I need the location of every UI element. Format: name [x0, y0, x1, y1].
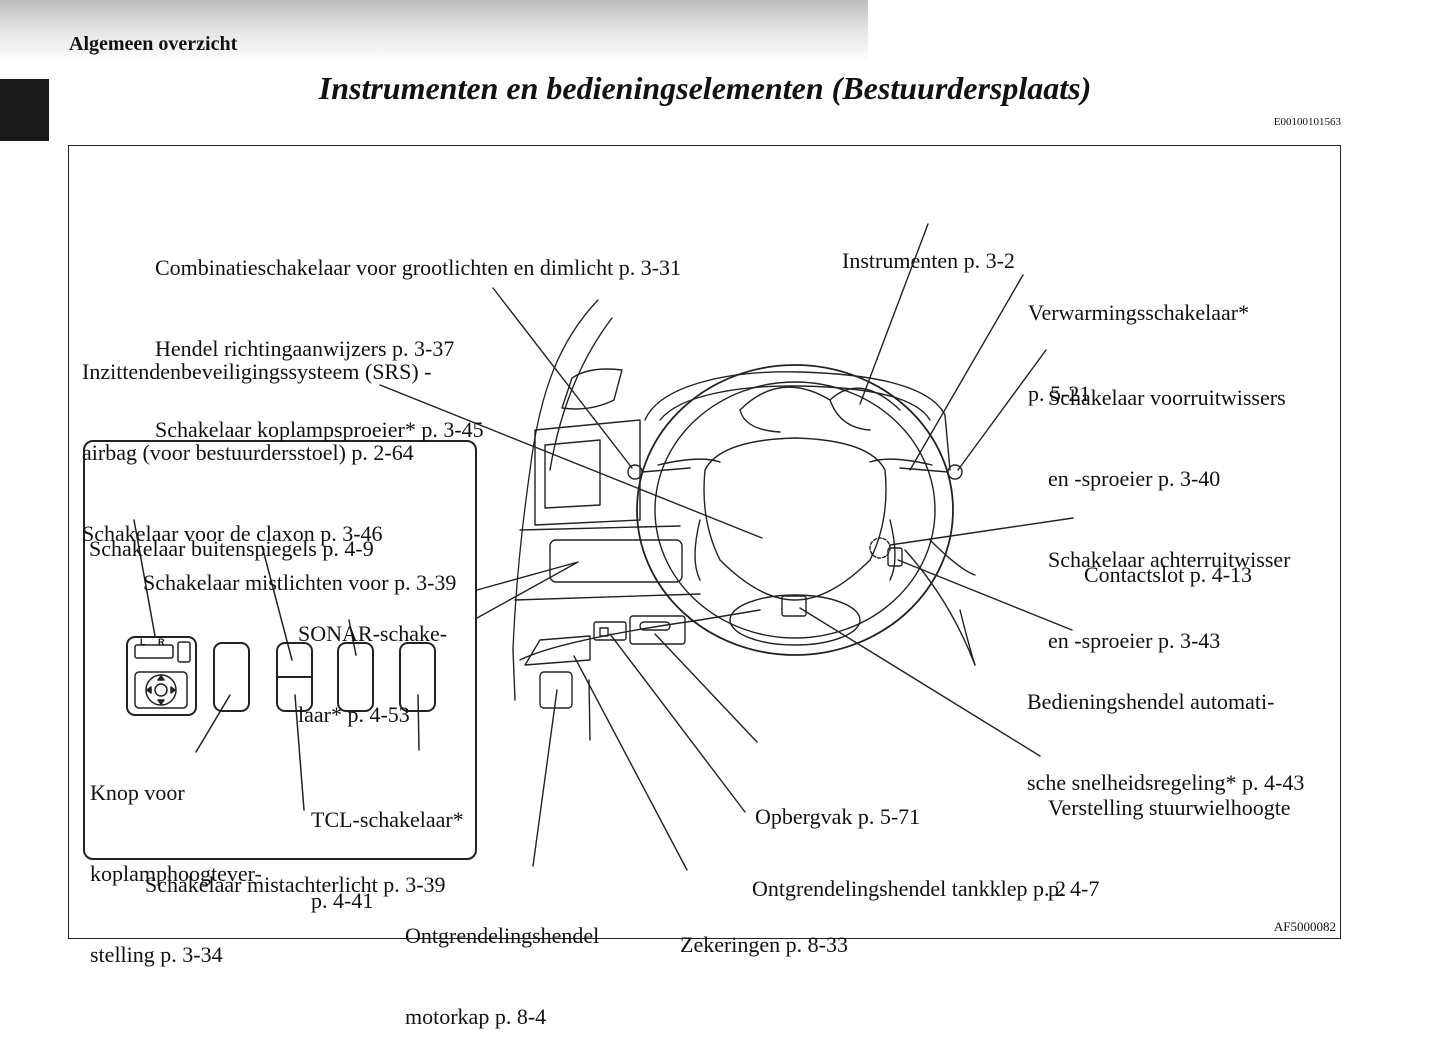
- callout-storage: Opbergvak p. 5-71: [755, 804, 921, 829]
- page-title: Instrumenten en bedieningselementen (Bes…: [318, 70, 1092, 106]
- chapter-tab: [0, 79, 49, 141]
- switch-panel-illustration: [126, 519, 436, 811]
- callout-fuses: Zekeringen p. 8-33: [680, 932, 848, 957]
- callout-combination-switch: Combinatieschakelaar voor grootlichten e…: [155, 255, 682, 442]
- section-label: Algemeen overzicht: [69, 33, 238, 55]
- inset-mirror-switch: Schakelaar buitenspiegels p. 4-9: [89, 536, 374, 561]
- callout-hood-release: Ontgrendelingshendel motorkap p. 8-4: [405, 923, 600, 1029]
- callout-heater-switch: Verwarmingsschakelaar* p. 5-21: [1028, 300, 1250, 406]
- inset-sonar: SONAR-schake- laar* p. 4-53: [298, 621, 448, 727]
- dashboard-illustration: [379, 223, 1074, 871]
- inset-headlamp-level: Knop voor koplamphoogtever- stelling p. …: [90, 780, 262, 967]
- callout-ignition: Contactslot p. 4-13: [1084, 562, 1253, 587]
- figure-frame: [68, 145, 1341, 939]
- document-code: E00100101563: [1273, 116, 1341, 128]
- switch-panel-inset: [83, 440, 477, 860]
- callout-steering-height: Verstelling stuurwielhoogte p. 4-7: [1048, 795, 1291, 901]
- callout-srs-airbag: Inzittendenbeveiligingssysteem (SRS) - a…: [82, 359, 432, 546]
- callout-fuel-lid: Ontgrendelingshendel tankklep p. 2: [752, 876, 1067, 901]
- inset-front-fog: Schakelaar mistlichten voor p. 3-39: [143, 570, 457, 595]
- mirror-side-label-left: L: [140, 637, 146, 647]
- callout-cruise-control: Bedieningshendel automati- sche snelheid…: [1027, 689, 1305, 795]
- header-band: [0, 0, 868, 62]
- mirror-side-label-right: R: [158, 637, 165, 647]
- inset-tcl: TCL-schakelaar* p. 4-41: [311, 807, 464, 913]
- inset-rear-fog: Schakelaar mistachterlicht p. 3-39: [145, 872, 446, 897]
- callout-wiper-switch: Schakelaar voorruitwissers en -sproeier …: [1048, 385, 1291, 653]
- callout-instruments: Instrumenten p. 3-2: [842, 248, 1015, 273]
- figure-code: AF5000082: [1273, 919, 1336, 934]
